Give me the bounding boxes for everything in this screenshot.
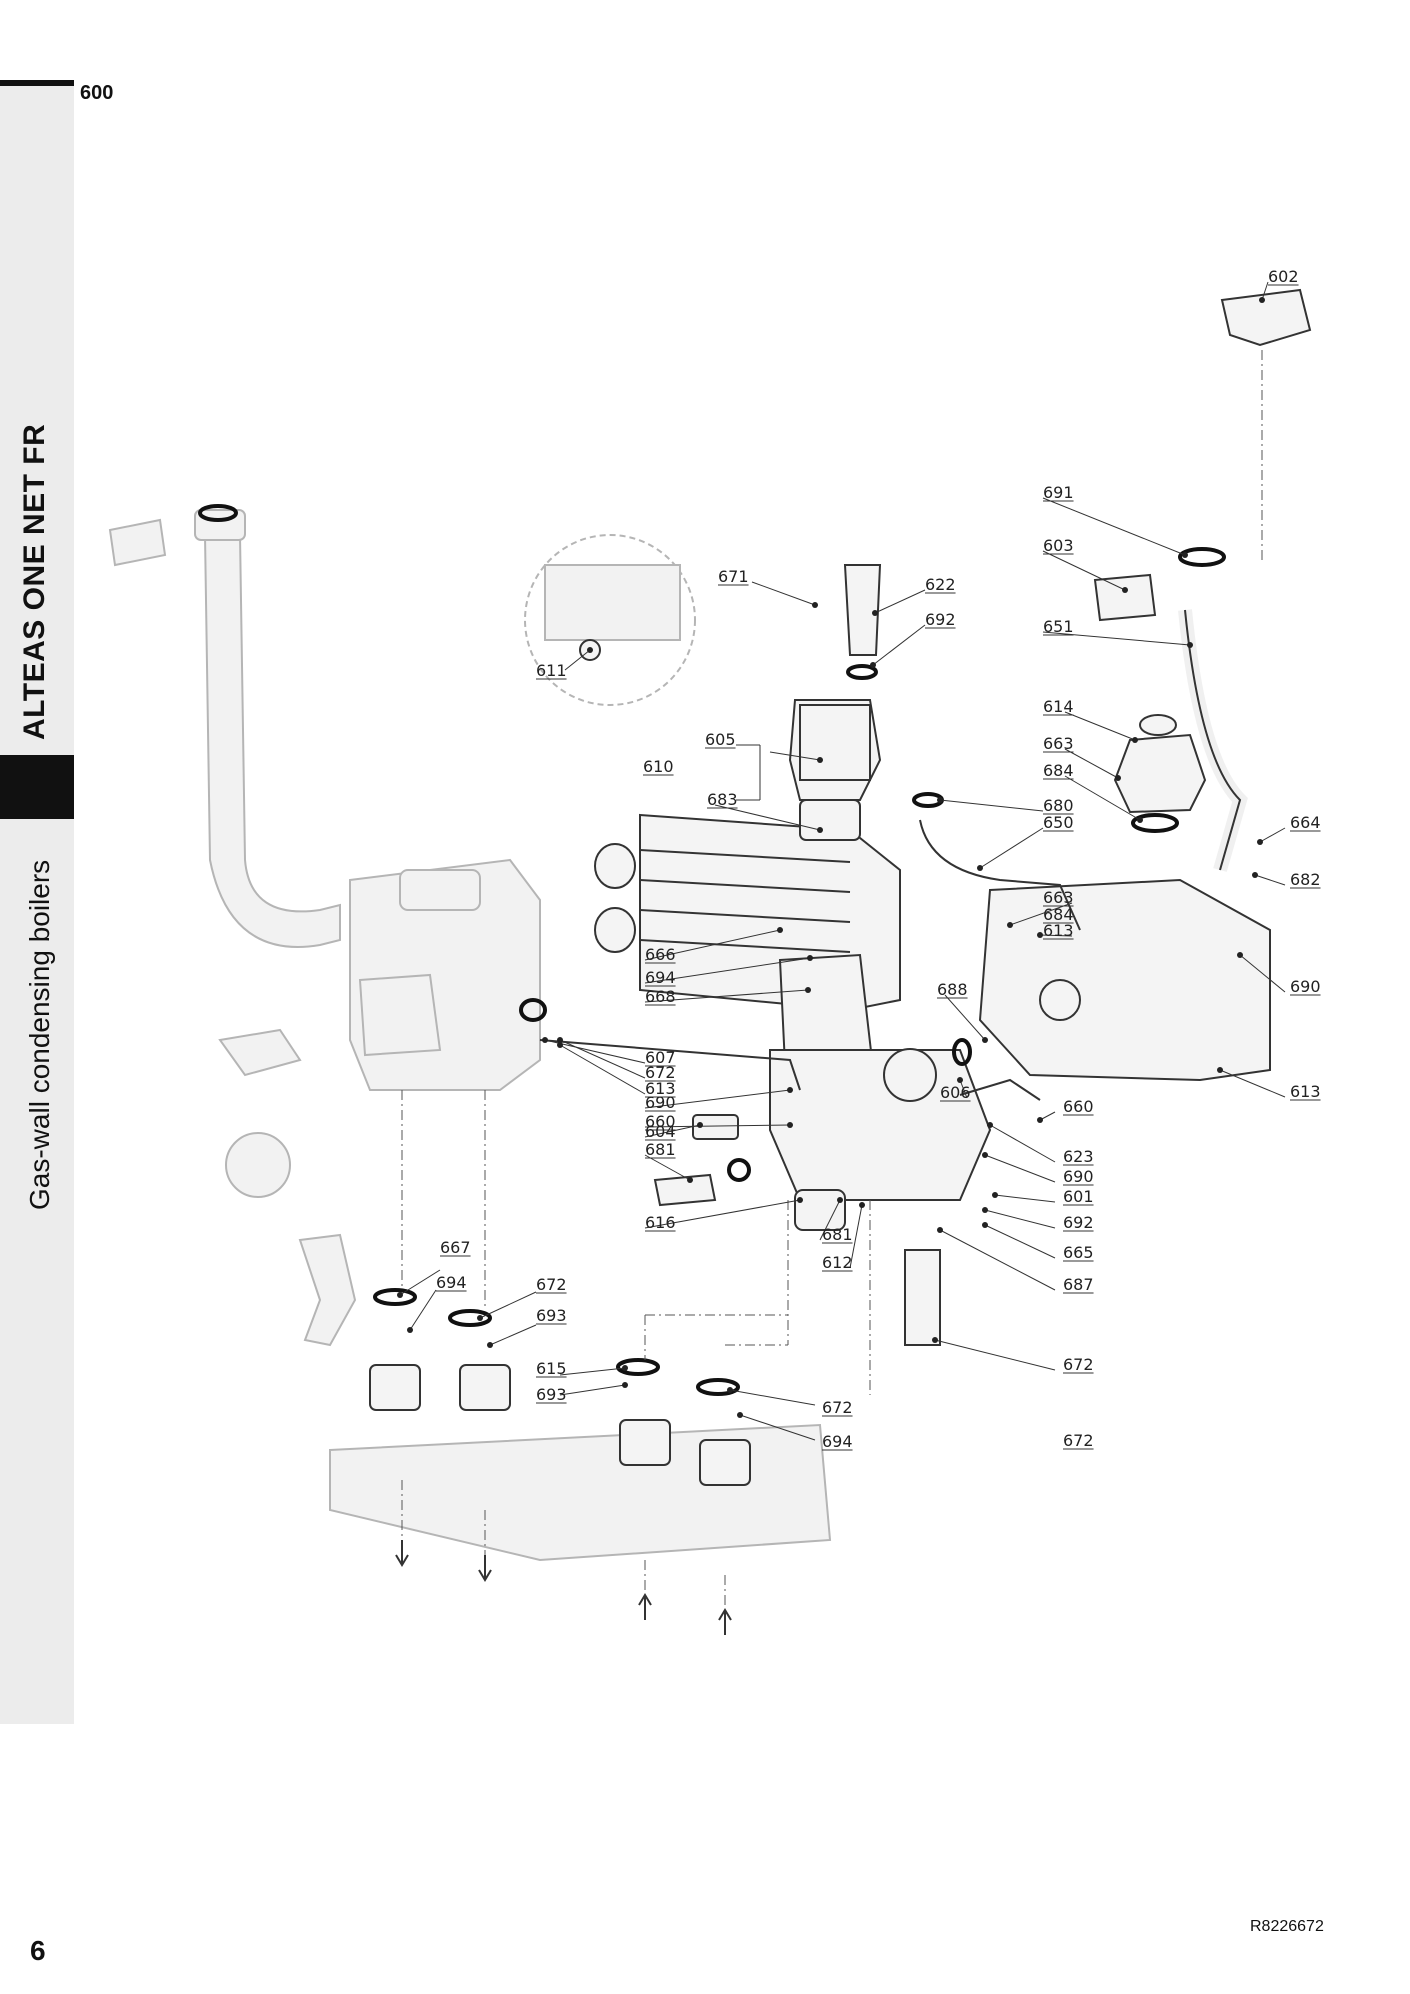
part-label: 660: [645, 1112, 676, 1131]
part-label: 615: [536, 1359, 567, 1378]
black-tab: [0, 755, 74, 819]
part-label: 668: [645, 987, 676, 1006]
page-number: 6: [30, 1935, 46, 1966]
part-label: 682: [1290, 870, 1321, 889]
part-label: 616: [645, 1213, 676, 1232]
pipes: [539, 609, 1248, 1101]
part-label: 694: [436, 1273, 467, 1292]
part-label: 687: [1063, 1275, 1094, 1294]
part-label: 690: [645, 1093, 676, 1112]
part-label: 666: [645, 945, 676, 964]
part-label: 671: [718, 567, 749, 586]
part-label: 607: [645, 1048, 676, 1067]
ghost-parts: [108, 509, 832, 1562]
o-rings: [198, 504, 1226, 1396]
part-label: 672: [1063, 1355, 1094, 1374]
leader-lines: [397, 281, 1286, 1441]
part-label: 664: [1290, 813, 1321, 832]
reference-code: R8226672: [1250, 1918, 1324, 1935]
part-label: 681: [645, 1140, 676, 1159]
hydraulic-block: [769, 699, 992, 1231]
part-label: 603: [1043, 536, 1074, 555]
part-label: 663: [1043, 888, 1074, 907]
part-label: 610: [643, 757, 674, 776]
top-rule: [0, 80, 74, 86]
part-label: 651: [1043, 617, 1074, 636]
pump: [978, 714, 1271, 1082]
part-label: 612: [822, 1253, 853, 1272]
part-label: 684: [1043, 905, 1074, 924]
part-label: 613: [1290, 1082, 1321, 1101]
part-label: 681: [822, 1225, 853, 1244]
part-label: 692: [925, 610, 956, 629]
assembly-axes: [401, 350, 1263, 1610]
small-components: [579, 288, 1312, 1346]
part-label: 663: [1043, 734, 1074, 753]
part-label: 672: [536, 1275, 567, 1294]
part-label: 672: [1063, 1431, 1094, 1450]
part-label: 690: [1063, 1167, 1094, 1186]
part-label: 694: [645, 968, 676, 987]
section-number: 600: [80, 82, 114, 104]
part-label: 605: [705, 730, 736, 749]
fittings: [369, 1364, 751, 1486]
part-label: 672: [645, 1063, 676, 1082]
part-label: 606: [940, 1083, 971, 1102]
part-label: 611: [536, 661, 567, 680]
part-label: 650: [1043, 813, 1074, 832]
part-label: 692: [1063, 1213, 1094, 1232]
part-label: 688: [937, 980, 968, 999]
flow-symbols: [395, 1540, 732, 1635]
part-label: 680: [1043, 796, 1074, 815]
part-label: 667: [440, 1238, 471, 1257]
side-band: [0, 84, 74, 1724]
part-label: 602: [1268, 267, 1299, 286]
part-label: 660: [1063, 1097, 1094, 1116]
part-label: 691: [1043, 483, 1074, 502]
part-label: 623: [1063, 1147, 1094, 1166]
part-label: 684: [1043, 761, 1074, 780]
part-label: 604: [645, 1122, 676, 1141]
part-label: 622: [925, 575, 956, 594]
part-label: 672: [822, 1398, 853, 1417]
part-label: 683: [707, 790, 738, 809]
part-label: 693: [536, 1385, 567, 1404]
part-label: 614: [1043, 697, 1074, 716]
part-label: 601: [1063, 1187, 1094, 1206]
part-label: 690: [1290, 977, 1321, 996]
part-label: 694: [822, 1432, 853, 1451]
part-label: 613: [1043, 921, 1074, 940]
part-label: 693: [536, 1306, 567, 1325]
part-label: 665: [1063, 1243, 1094, 1262]
part-label: 613: [645, 1079, 676, 1098]
